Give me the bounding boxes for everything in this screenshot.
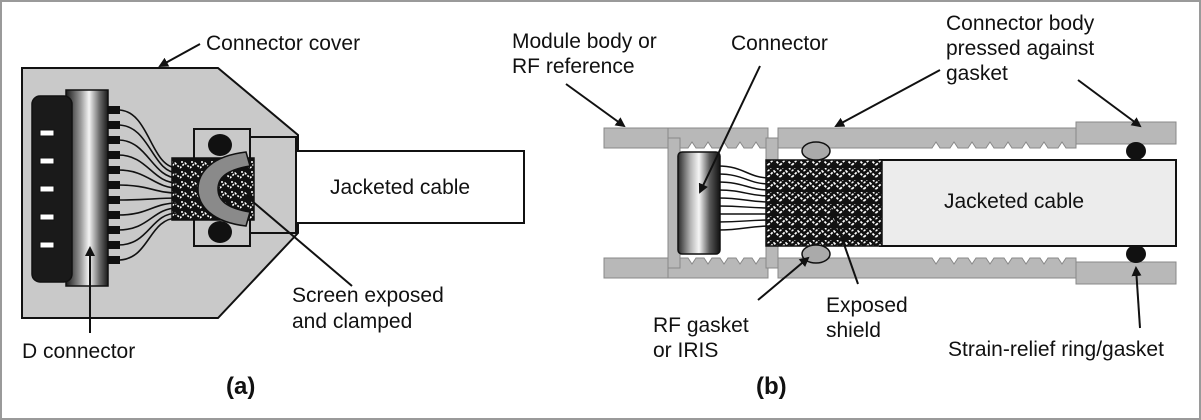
strain-relief-nut-top: [1075, 121, 1177, 145]
label-screen-exposed-2: and clamped: [292, 310, 412, 333]
caption-a: (a): [226, 373, 255, 400]
leader-strain-relief: [1131, 266, 1142, 329]
wires-a: [117, 109, 179, 261]
gland-bottom: [777, 257, 1077, 279]
strain-relief-ring-top: [1126, 142, 1146, 160]
label-connector-body-3: gasket: [946, 62, 1008, 85]
label-screen-exposed-1: Screen exposed: [292, 284, 444, 307]
connector-body-bottom: [667, 257, 769, 279]
label-d-connector: D connector: [22, 340, 135, 363]
label-rf-gasket-2: or IRIS: [653, 339, 718, 362]
label-module-body-2: RF reference: [512, 55, 635, 78]
label-exposed-shield-1: Exposed: [826, 294, 908, 317]
d-connector-sockets: [39, 129, 55, 249]
panel-a: Connector cover Jacketed cable Screen ex…: [21, 32, 525, 400]
module-wall-bottom: [603, 257, 669, 279]
label-rf-gasket-1: RF gasket: [653, 314, 749, 337]
leader-rf-gasket: [757, 256, 810, 301]
label-jacketed-cable-a: Jacketed cable: [330, 176, 470, 199]
label-connector-body-2: pressed against: [946, 37, 1094, 60]
gland-top: [777, 127, 1077, 149]
leader-module-body: [565, 83, 626, 128]
label-jacketed-cable-b: Jacketed cable: [944, 190, 1084, 213]
strain-relief-nut-bottom: [1075, 261, 1177, 285]
connector-barrel: [677, 151, 721, 255]
jacketed-cable-b: [879, 159, 1177, 247]
exposed-shield-b: [765, 159, 883, 247]
leader-connector-body: [834, 69, 941, 127]
label-connector: Connector: [731, 32, 828, 55]
module-wall-top: [603, 127, 669, 149]
clamp-screw-top: [208, 134, 232, 156]
label-exposed-shield-2: shield: [826, 319, 881, 342]
leader-screen-exposed: [243, 193, 353, 287]
strain-relief-ring-bottom: [1126, 245, 1146, 263]
wires-b: [717, 165, 771, 231]
label-connector-body-1: Connector body: [946, 12, 1095, 35]
caption-b: (b): [756, 373, 787, 400]
connector-body-top: [667, 127, 769, 149]
rf-gasket-top: [801, 141, 831, 161]
panel-b: Module body or RF reference Connector Co…: [512, 12, 1177, 400]
leader-connector: [698, 65, 761, 194]
clamp-screw-bottom: [208, 221, 232, 243]
label-connector-cover: Connector cover: [206, 32, 360, 55]
leader-exposed-shield: [829, 208, 859, 285]
leader-connector-cover: [158, 43, 201, 67]
clamp-saddle: [197, 151, 251, 227]
d-connector-pins: [104, 106, 120, 264]
label-strain-relief: Strain-relief ring/gasket: [948, 338, 1164, 361]
label-module-body-1: Module body or: [512, 30, 657, 53]
leader-connector-body-ring: [1077, 79, 1142, 128]
